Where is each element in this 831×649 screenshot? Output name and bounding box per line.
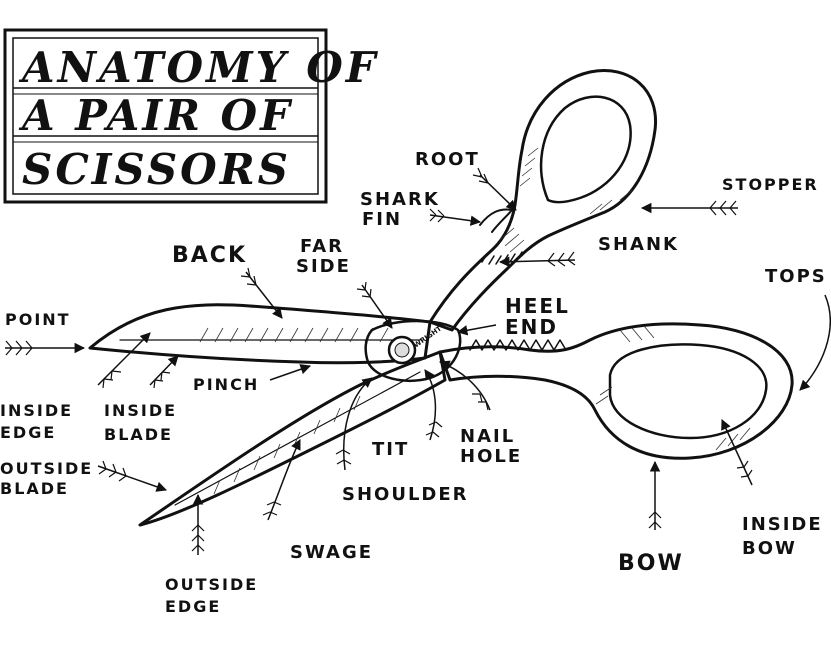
label-heel-end-1: HEEL bbox=[505, 294, 570, 318]
label-inside-bow-1: INSIDE bbox=[742, 514, 823, 535]
arrow-back bbox=[245, 271, 283, 319]
label-point: POINT bbox=[5, 310, 71, 329]
label-far-side-1: FAR bbox=[300, 236, 344, 257]
title-box: ANATOMY OF A PAIR OF SCISSORS bbox=[3, 28, 379, 204]
label-outside-edge-2: EDGE bbox=[165, 597, 221, 616]
part-labels: ROOT SHARK FIN STOPPER SHANK TOPS BACK F… bbox=[0, 149, 827, 616]
back-blade bbox=[88, 303, 432, 365]
arrow-root bbox=[479, 174, 517, 211]
arrow-tit bbox=[424, 369, 437, 441]
label-nail-hole-1: NAIL bbox=[460, 426, 515, 447]
label-tit: TIT bbox=[372, 439, 409, 460]
arrow-tops bbox=[799, 294, 831, 391]
label-inside-edge-2: EDGE bbox=[0, 423, 56, 442]
label-bow: BOW bbox=[618, 551, 684, 576]
arrow-inside-bow bbox=[721, 419, 753, 486]
scissors-illustration: WRIGHT bbox=[88, 69, 794, 527]
label-root: ROOT bbox=[415, 149, 480, 170]
label-pinch: PINCH bbox=[193, 375, 259, 394]
label-stopper: STOPPER bbox=[722, 175, 819, 194]
title-line-3: SCISSORS bbox=[22, 145, 291, 194]
label-inside-blade-2: BLADE bbox=[104, 425, 173, 444]
label-nail-hole-2: HOLE bbox=[460, 446, 522, 467]
label-inside-blade-1: INSIDE bbox=[104, 401, 177, 420]
arrow-swage bbox=[267, 439, 301, 521]
label-outside-edge-1: OUTSIDE bbox=[165, 575, 258, 594]
label-swage: SWAGE bbox=[290, 542, 373, 563]
lower-handle bbox=[438, 322, 794, 460]
title-line-2: A PAIR OF bbox=[18, 91, 293, 140]
arrow-pinch bbox=[269, 364, 311, 381]
arrow-shank bbox=[498, 256, 576, 267]
arrow-shark-fin bbox=[429, 214, 482, 226]
title-line-1: ANATOMY OF bbox=[18, 43, 379, 92]
label-heel-end-2: END bbox=[505, 315, 558, 339]
arrow-fletching bbox=[5, 167, 753, 552]
label-outside-blade-1: OUTSIDE bbox=[0, 459, 93, 478]
label-shark-fin-2: FIN bbox=[362, 209, 402, 230]
label-shark-fin-1: SHARK bbox=[360, 189, 440, 210]
label-far-side-2: SIDE bbox=[296, 256, 351, 277]
arrow-inside-blade bbox=[149, 355, 179, 386]
upper-handle bbox=[428, 69, 658, 332]
label-inside-edge-1: INSIDE bbox=[0, 401, 73, 420]
arrow-inside-edge bbox=[97, 332, 151, 386]
arrow-far-side bbox=[361, 284, 393, 329]
label-shank: SHANK bbox=[598, 234, 679, 255]
label-back: BACK bbox=[172, 243, 247, 268]
label-shoulder: SHOULDER bbox=[342, 484, 469, 505]
arrow-heel-end bbox=[456, 324, 497, 336]
arrow-shoulder bbox=[342, 377, 373, 471]
label-inside-bow-2: BOW bbox=[742, 538, 797, 559]
label-outside-blade-2: BLADE bbox=[0, 479, 69, 498]
arrow-outside-blade bbox=[97, 465, 167, 492]
label-tops: TOPS bbox=[765, 266, 827, 287]
